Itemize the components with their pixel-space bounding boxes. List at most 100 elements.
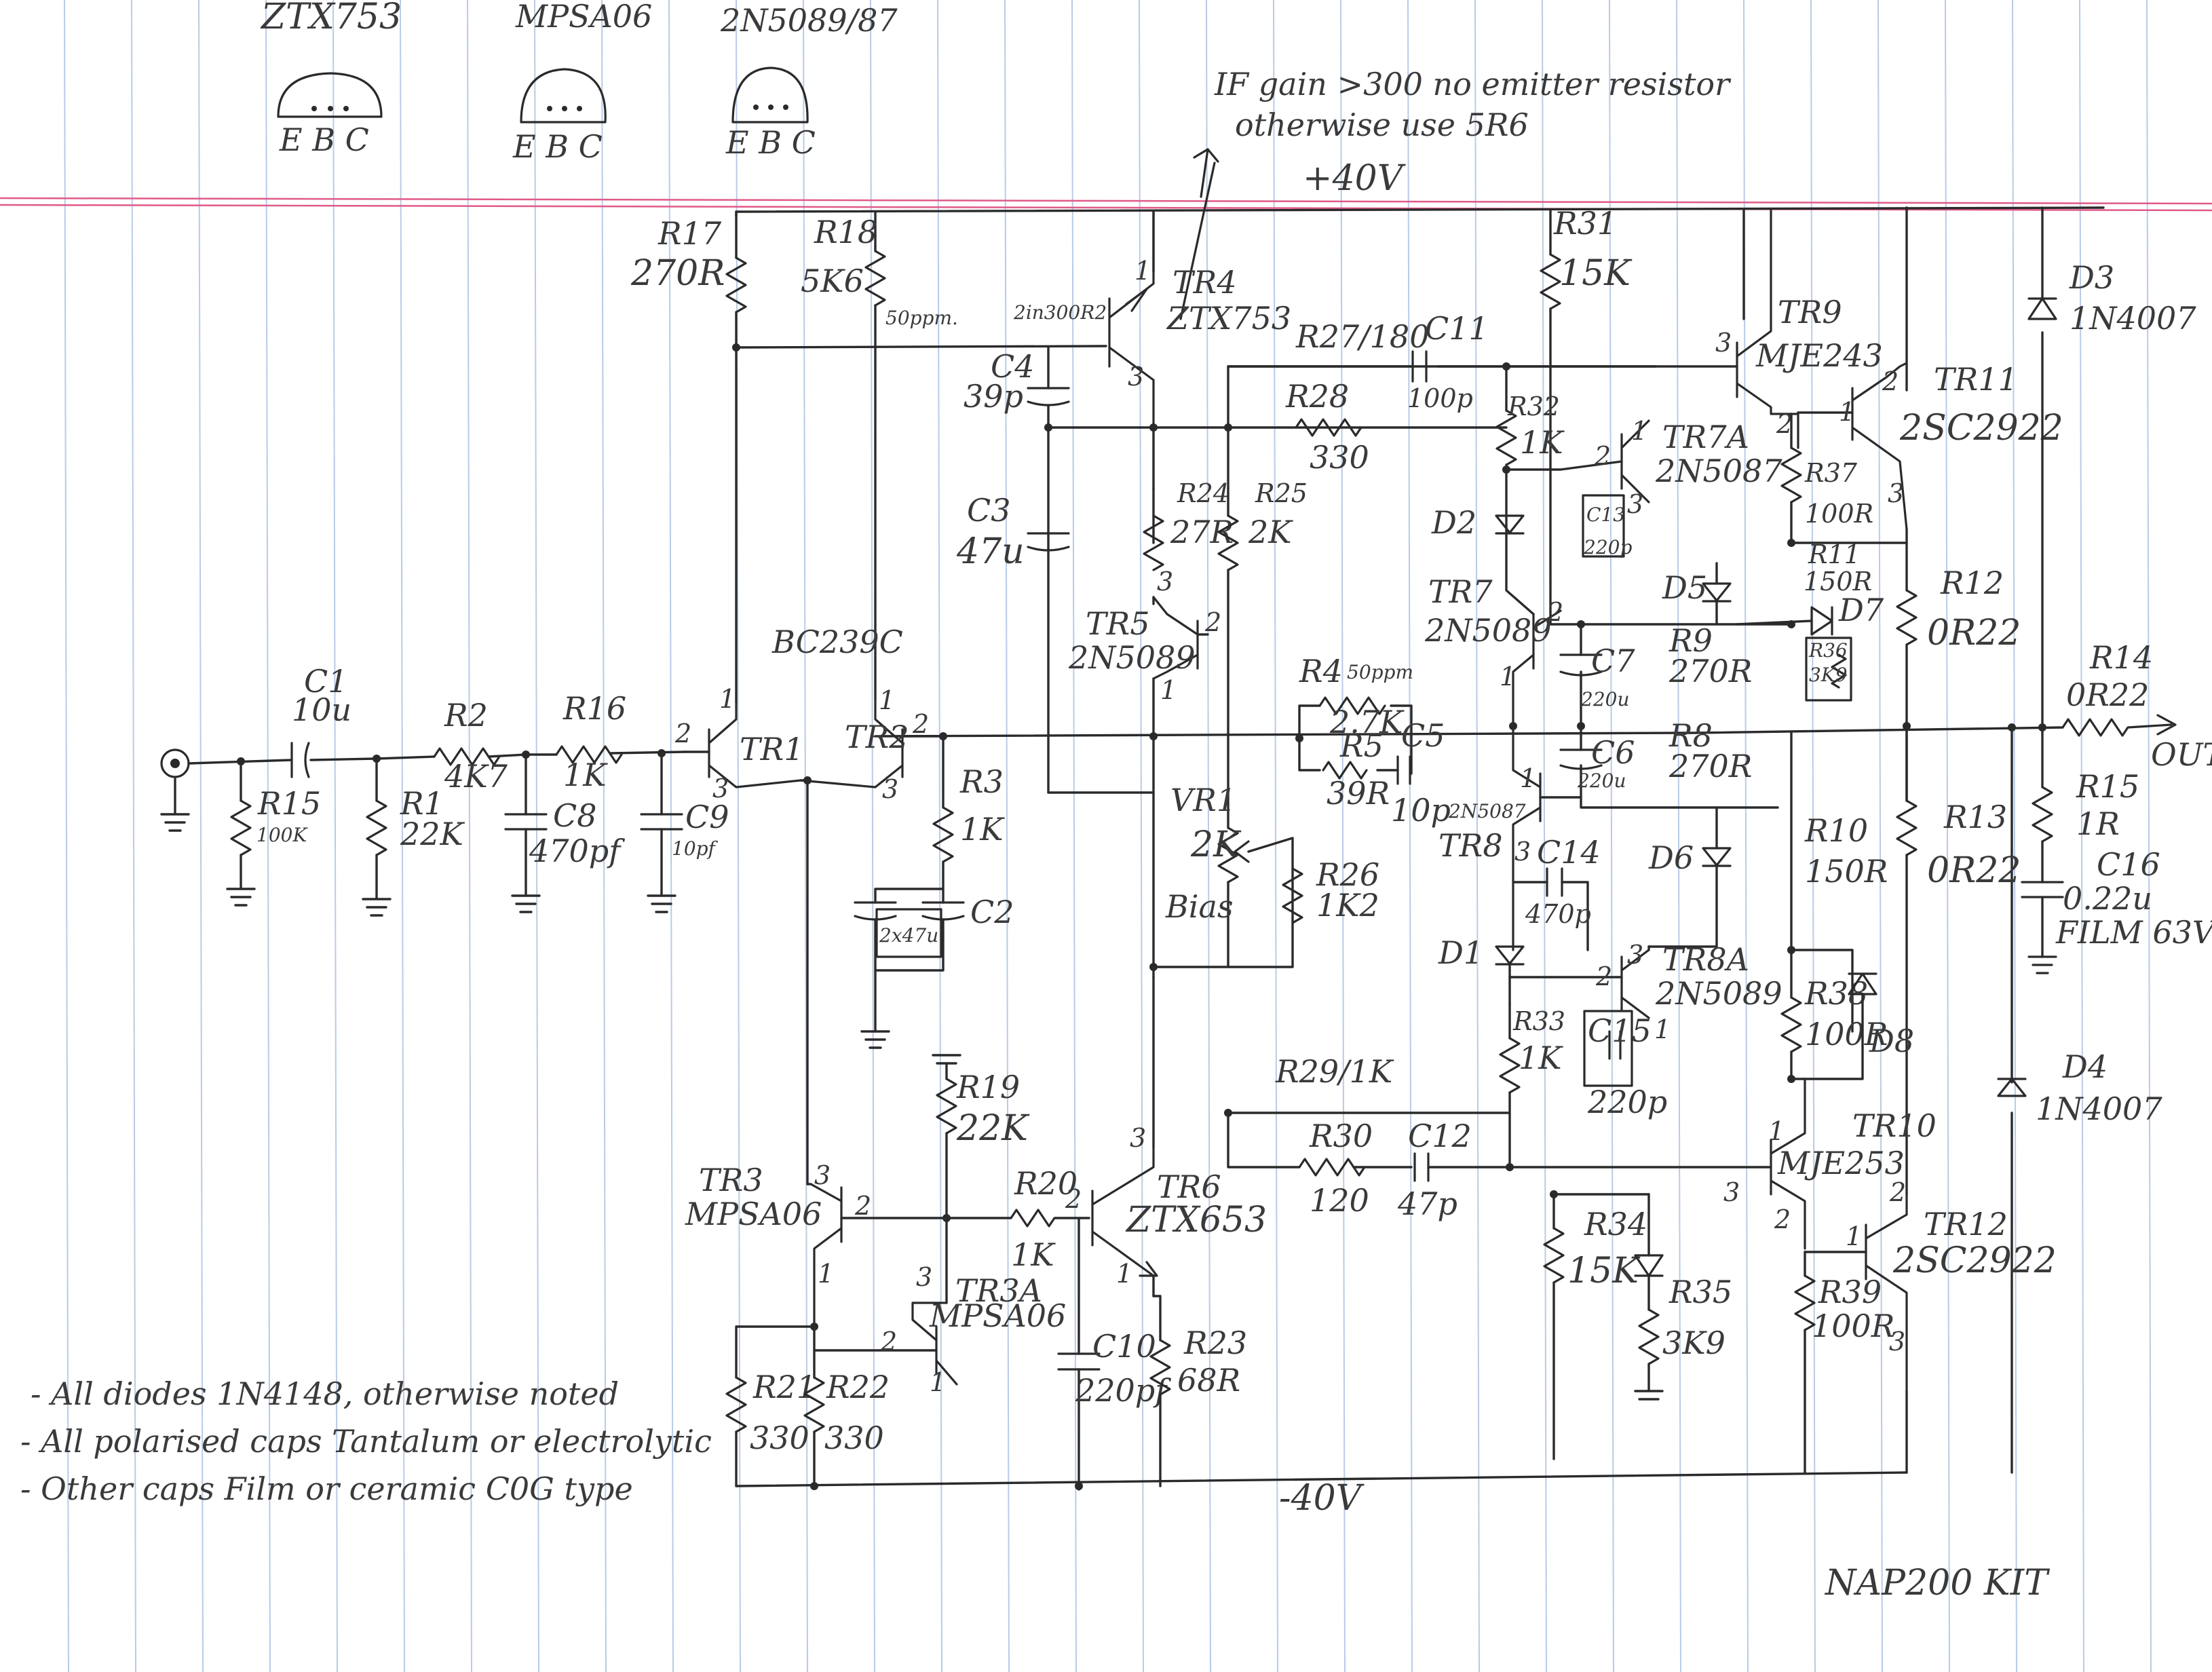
r14-value: 0R22 [2066, 677, 2149, 713]
r5-value: 39R [1327, 775, 1390, 812]
transistor-tr3a: TR3A MPSA06 3 2 1 [813, 1217, 1066, 1397]
junction-dots [237, 343, 2046, 1490]
pin-label: 1 [1134, 256, 1151, 286]
c4-value: 39p [964, 378, 1023, 415]
transistor-tr7: TR7 2N5089 2 1 [1424, 525, 1582, 727]
ruling-line [2146, 0, 2152, 1672]
c12-value: 47p [1397, 1185, 1457, 1222]
d3-type: 1N4007 [2070, 300, 2196, 337]
ruling-line [1676, 0, 1681, 1672]
pin-label: 2 [1065, 1184, 1082, 1214]
output-label: OUT [2151, 736, 2212, 773]
d6-ref: D6 [1648, 839, 1694, 876]
pin-label: 2 [1776, 409, 1793, 439]
tr5-ref: TR5 [1086, 605, 1150, 642]
tr2-ref: TR2 [845, 719, 909, 755]
resistor-r33: R33 1K [1499, 1003, 1565, 1168]
tr1-ref: TR1 [740, 731, 804, 767]
resistor-r19: R19 22K [932, 1054, 1030, 1219]
tr4-note-line2: otherwise use 5R6 [1235, 107, 1529, 143]
r38-value: 100R [1805, 1016, 1888, 1052]
c5-value: 10p [1391, 792, 1451, 829]
ruling-line [2079, 0, 2084, 1672]
r17-value: 270R [630, 253, 725, 294]
r1-value: 22K [400, 816, 465, 852]
tr3a-ref: TR3A [955, 1272, 1042, 1309]
transistor-tr12: TR12 2SC2922 2 1 3 [1804, 1177, 2057, 1392]
resistor-r20: R20 1K [945, 1165, 1090, 1273]
pin-label: 3 [1514, 837, 1531, 867]
ruling-line [736, 0, 741, 1672]
r24-value: 27R [1170, 514, 1234, 550]
ruling-line [64, 0, 69, 1672]
supply-negative-label: -40V [1279, 1478, 1365, 1519]
d7-ref: D7 [1838, 592, 1884, 628]
r22-ref: R22 [826, 1369, 890, 1405]
r22-value: 330 [824, 1420, 884, 1456]
pin-label: 3 [1627, 940, 1643, 970]
pin-label: 1 [1520, 763, 1536, 793]
r39-ref: R39 [1818, 1274, 1882, 1310]
r30-value: 120 [1310, 1182, 1369, 1219]
r4-ref: R4 [1299, 653, 1343, 689]
tr5-type: 2N5089 [1068, 639, 1196, 676]
ruling-line [1609, 0, 1614, 1672]
pin-label: 3 [1889, 1327, 1905, 1356]
r19-value: 22K [956, 1108, 1030, 1149]
diode-d7: D7 [1736, 592, 1884, 636]
note-line: - All polarised caps Tantalum or electro… [20, 1423, 712, 1460]
r23-ref: R23 [1183, 1325, 1247, 1361]
r28-ref: R28 [1285, 378, 1349, 415]
tr8-ref: TR8 [1438, 827, 1503, 864]
vr1-value: 2K [1190, 824, 1242, 865]
c8-value: 470pf [529, 833, 625, 869]
pin-label: 2 [854, 1191, 871, 1221]
capacitor-c14: C14 470p [1512, 834, 1601, 951]
r25-ref: R25 [1255, 478, 1308, 508]
resistor-r18: R18 5K6 50ppm. [801, 214, 958, 700]
tr4-collector-node [1047, 426, 1508, 490]
pin-label: 1 [930, 1367, 946, 1397]
capacitor-c7: C7 220u [1559, 623, 1635, 727]
r18-value: 5K6 [801, 263, 864, 299]
pin-label: 2 [1889, 1177, 1906, 1207]
r36-ref: R36 [1808, 639, 1848, 662]
r15b-value: 1R [2076, 805, 2120, 842]
transistor-tr8a: TR8A 2N5089 2 3 1 [1508, 940, 1782, 1044]
r26-value: 1K2 [1316, 887, 1379, 924]
ruling-line [1945, 0, 1950, 1672]
r4-tempco: 50ppm [1347, 661, 1413, 683]
tr9-ref: TR9 [1778, 294, 1842, 330]
tr12-ref: TR12 [1924, 1206, 2008, 1242]
transistor-tr2: TR2 2 1 3 [799, 685, 945, 804]
c12-ref: C12 [1408, 1118, 1472, 1154]
r17-ref: R17 [657, 215, 722, 252]
r31-ref: R31 [1553, 205, 1617, 242]
r15-ref: R15 [257, 785, 321, 822]
ruling-line [1474, 0, 1480, 1672]
r19-ref: R19 [956, 1069, 1020, 1105]
tr6-type: ZTX653 [1125, 1200, 1267, 1240]
c14-value: 470p [1525, 899, 1591, 929]
c10-ref: C10 [1092, 1328, 1156, 1365]
capacitor-c6: C6 220u [1559, 725, 1779, 809]
r35-ref: R35 [1668, 1274, 1732, 1310]
note-arrow [1193, 148, 1219, 198]
resistor-r3: R3 1K [932, 735, 1005, 890]
pin-label: 1 [1846, 1221, 1862, 1251]
r20-ref: R20 [1014, 1165, 1078, 1202]
resistor-r37: R37 100R [1780, 413, 1873, 544]
pin-label: 2 [1595, 962, 1612, 991]
tail-current-wire [799, 779, 809, 1185]
tr3-ref: TR3 [699, 1162, 763, 1198]
capacitor-c3: C3 47u [956, 492, 1155, 794]
c11-value: 100p [1407, 383, 1473, 413]
tr7-ref: TR7 [1428, 573, 1493, 610]
pin-label: 1 [1116, 1259, 1132, 1289]
pin-label: 2 [880, 1327, 897, 1356]
transistor-tr5: TR5 2N5089 3 2 1 [1068, 487, 1221, 978]
ruling-line [2012, 0, 2017, 1672]
